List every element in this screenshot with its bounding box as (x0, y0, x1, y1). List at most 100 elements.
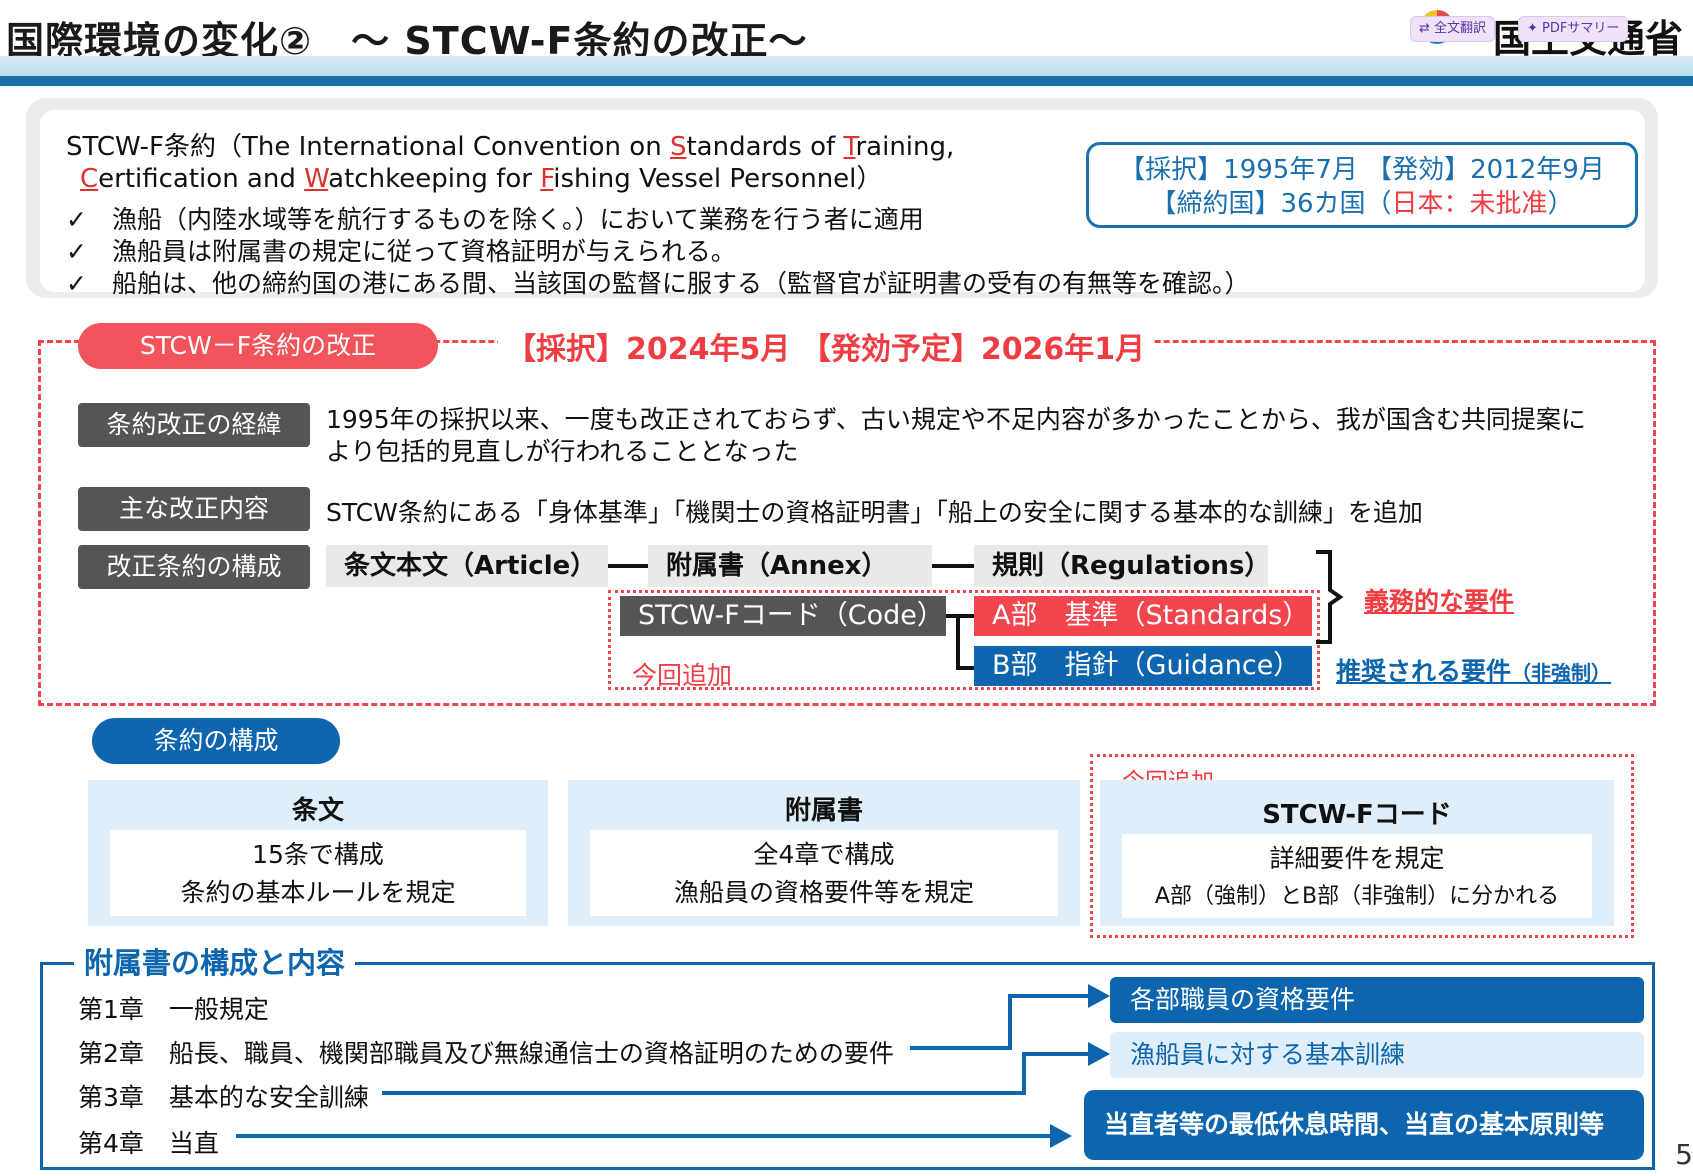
acronym-letter-f: F (540, 164, 554, 194)
acronym-rest-t: raining, (855, 132, 955, 162)
annex-section-title: 附属書の構成と内容 (74, 940, 356, 982)
regulations-node: 規則（Regulations） (974, 545, 1270, 587)
intro-bullet: ✓ 船舶は、他の締約国の港にある間、当該国の監督に服する（監督官が証明書の受有の… (66, 264, 1249, 300)
arrow-line (1008, 994, 1012, 1050)
intro-bullet: ✓ 漁船（内陸水域等を航行するものを除く。）において業務を行う者に適用 (66, 200, 924, 236)
card-line1: 全4章で構成 (753, 840, 895, 869)
contracting-states-prefix: 【締約国】36カ国（ (1150, 189, 1392, 219)
adoption-dates: 【採択】1995年7月 【発効】2012年9月 (1119, 155, 1605, 185)
acronym-letter-w: W (304, 164, 329, 194)
check-icon: ✓ (66, 205, 87, 234)
translate-button[interactable]: ⇄ 全文翻訳 (1410, 16, 1496, 42)
arrow-line (1008, 994, 1092, 998)
card-code: STCW-Fコード 詳細要件を規定 A部（強制）とB部（非強制）に分かれる (1100, 780, 1614, 926)
translate-icon: ⇄ (1419, 21, 1435, 36)
adoption-info-box: 【採択】1995年7月 【発効】2012年9月 【締約国】36カ国（日本：未批准… (1086, 142, 1638, 228)
translate-button-label: 全文翻訳 (1434, 21, 1487, 36)
arrow-line (1022, 1052, 1026, 1095)
contracting-states-suffix: ） (1547, 189, 1574, 219)
arrow-head-icon (1088, 1042, 1110, 1066)
page-title: 国際環境の変化② ～ STCW-F条約の改正～ (6, 19, 808, 63)
intro-bullet-text: 漁船（内陸水域等を航行するものを除く。）において業務を行う者に適用 (111, 205, 924, 234)
card-line2: 漁船員の資格要件等を規定 (673, 878, 974, 907)
annex-node: 附属書（Annex） (648, 545, 932, 587)
arrow-head-shape (1088, 984, 1110, 1008)
chapter-item: 第2章 船長、職員、機関部職員及び無線通信士の資格証明のための要件 (78, 1039, 894, 1068)
card-line2: 条約の基本ルールを規定 (180, 878, 456, 907)
check-icon: ✓ (66, 237, 87, 266)
sparkle-icon: ✦ (1527, 21, 1543, 36)
chapter-item: 第4章 当直 (78, 1129, 219, 1158)
acronym-letter-s: S (669, 132, 687, 162)
convention-name-line2: Certification and Watchkeeping for Fishi… (80, 158, 882, 195)
check-icon: ✓ (66, 269, 87, 298)
reason-text-line1: 1995年の採択以来、一度も改正されておらず、古い規定や不足内容が多かったことか… (326, 405, 1586, 434)
pdf-summary-button[interactable]: ✦ PDFサマリー (1518, 16, 1629, 42)
target-qualification: 各部職員の資格要件 (1110, 977, 1644, 1023)
connector-line (946, 614, 974, 618)
content-text: STCW条約にある「身体基準」「機関士の資格証明書」「船上の安全に関する基本的な… (326, 498, 1423, 527)
arrow-line (910, 1046, 1012, 1050)
acronym-rest-f: ishing Vessel Personnel） (553, 164, 883, 194)
structure-pill: 条約の構成 (92, 718, 340, 764)
card-body: 詳細要件を規定 A部（強制）とB部（非強制）に分かれる (1122, 834, 1592, 918)
structure-label: 改正条約の構成 (78, 545, 310, 589)
card-title: STCW-Fコード (1262, 800, 1452, 830)
card-line2: A部（強制）とB部（非強制）に分かれる (1154, 884, 1560, 909)
connector-line (608, 564, 648, 568)
intro-bullet: ✓ 漁船員は附属書の規定に従って資格証明が与えられる。 (66, 232, 736, 268)
arrow-head-icon (1050, 1124, 1072, 1148)
acronym-letter-t: T (843, 132, 856, 162)
intro-bullet-text: 船舶は、他の締約国の港にある間、当該国の監督に服する（監督官が証明書の受有の有無… (111, 269, 1250, 298)
part-a-node: A部 基準（Standards） (974, 596, 1312, 636)
reason-label: 条約改正の経緯 (78, 403, 310, 447)
contracting-states: 【締約国】36カ国（日本：未批准） (1089, 187, 1635, 221)
japan-status: 日本：未批准 (1391, 189, 1548, 219)
connector-line (932, 564, 974, 568)
acronym-letter-c: C (80, 164, 99, 194)
intro-bullet-text: 漁船員は附属書の規定に従って資格証明が与えられる。 (111, 237, 736, 266)
card-annex: 附属書 全4章で構成 漁船員の資格要件等を規定 (568, 780, 1080, 926)
page-number: 5 (1675, 1138, 1693, 1171)
revision-pill: STCW－F条約の改正 (78, 323, 438, 369)
recommended-requirements-label: 推奨される要件（非強制） (1336, 652, 1611, 688)
arrow-head-icon (1088, 984, 1110, 1008)
convention-name-prefix: STCW-F条約（The International Convention on (66, 132, 670, 162)
mandatory-requirements-label: 義務的な要件 (1364, 587, 1515, 616)
annex-section (40, 962, 1655, 1170)
arrow-line (236, 1134, 1054, 1138)
revision-dates: 【採択】2024年5月 【発効予定】2026年1月 (498, 324, 1154, 368)
header-band-light (0, 56, 1693, 76)
header-band-dark (0, 76, 1693, 86)
acronym-rest-w: atchkeeping for (328, 164, 541, 194)
chapter-item: 第3章 基本的な安全訓練 (78, 1083, 369, 1112)
bracket-icon (1316, 550, 1344, 644)
added-label: 今回追加 (632, 661, 733, 690)
pdf-summary-button-label: PDFサマリー (1542, 21, 1620, 36)
chapter-item: 第1章 一般規定 (78, 995, 269, 1024)
added-card-outline (1090, 754, 1634, 938)
code-node: STCW-Fコード（Code） (620, 596, 946, 636)
arrow-head-shape (1088, 1042, 1110, 1066)
card-title: 条文 (291, 796, 344, 826)
card-line1: 15条で構成 (252, 840, 384, 869)
convention-name-line1: STCW-F条約（The International Convention on… (66, 126, 954, 163)
arrow-head-shape (1050, 1124, 1072, 1148)
acronym-rest-c: ertification and (98, 164, 305, 194)
connector-line (956, 666, 974, 670)
reason-text-line2: より包括的見直しが行われることとなった (326, 437, 799, 466)
non-mandatory-note: （非強制） (1511, 661, 1612, 685)
card-body: 15条で構成 条約の基本ルールを規定 (110, 830, 526, 916)
card-article: 条文 15条で構成 条約の基本ルールを規定 (88, 780, 548, 926)
target-watchkeeping: 当直者等の最低休息時間、当直の基本原則等 (1084, 1090, 1644, 1160)
card-title: 附属書 (784, 796, 863, 826)
card-line1: 詳細要件を規定 (1269, 844, 1445, 873)
article-node: 条文本文（Article） (326, 545, 608, 587)
card-body: 全4章で構成 漁船員の資格要件等を規定 (590, 830, 1058, 916)
arrow-line (382, 1091, 1026, 1095)
connector-line (956, 614, 960, 670)
bracket-path (1316, 550, 1344, 644)
acronym-rest-s: tandards of (686, 132, 844, 162)
recommended-label-text: 推奨される要件 (1336, 657, 1512, 686)
part-b-node: B部 指針（Guidance） (974, 646, 1312, 686)
